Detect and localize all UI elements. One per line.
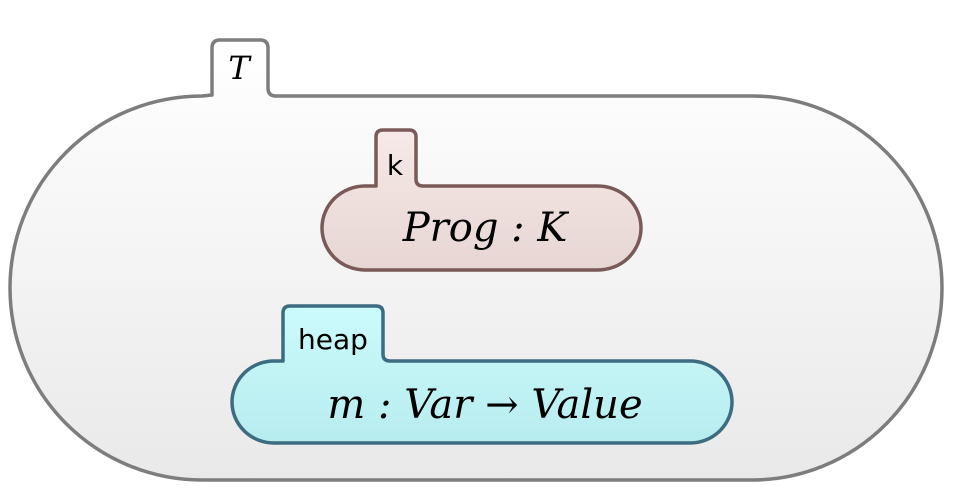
cell-heap-shape — [230, 304, 734, 445]
cell-heap-content: m : Var → Value — [327, 382, 642, 428]
cell-k-label: k — [387, 149, 404, 182]
cell-heap: heap m : Var → Value — [230, 304, 734, 445]
cell-k-shape — [320, 128, 643, 272]
cell-t-label: T — [228, 49, 252, 87]
cell-k: k Prog : K — [320, 128, 643, 272]
cell-k-content: Prog : K — [402, 205, 570, 251]
cell-heap-label: heap — [298, 323, 368, 356]
